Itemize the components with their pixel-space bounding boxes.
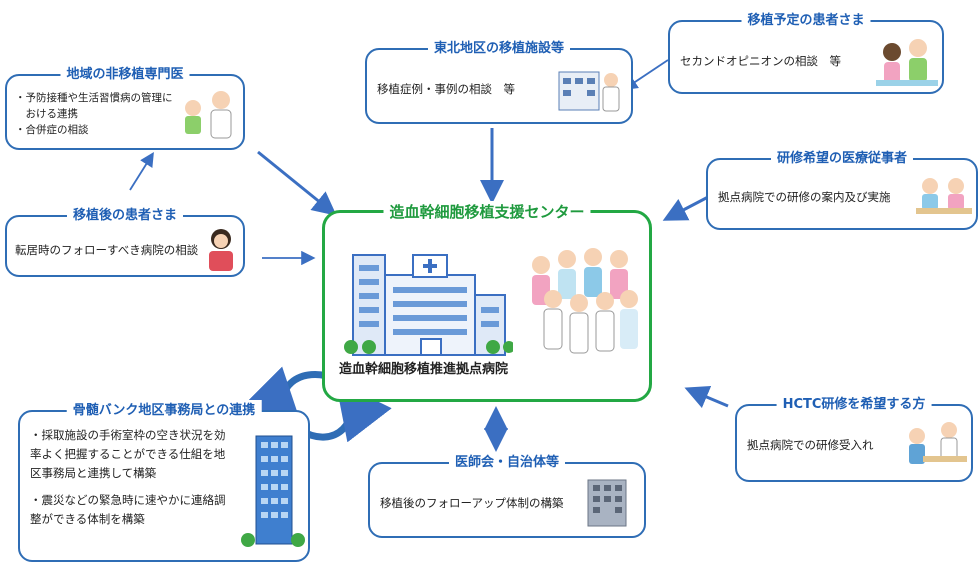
- post-patient-text: 転居時のフォローすべき病院の相談: [15, 243, 199, 257]
- office-building-icon: [587, 479, 627, 527]
- marrow-title: 骨髄バンク地区事務局との連携: [66, 400, 262, 422]
- marrow-list: ・採取施設の手術室枠の空き状況を効 率よく把握することができる仕組を地 区事務局…: [30, 426, 226, 529]
- planned-patient-box: 移植予定の患者さま セカンドオピニオンの相談 等: [668, 10, 944, 94]
- marrow-item: 区事務局と連携して構築: [30, 466, 157, 480]
- training-title: 研修希望の医療従事者: [770, 148, 914, 170]
- training-staff-box: 研修希望の医療従事者 拠点病院での研修の案内及び実施: [706, 148, 978, 230]
- post-patient-title: 移植後の患者さま: [66, 205, 184, 227]
- tohoku-text: 移植症例・事例の相談 等: [377, 82, 515, 96]
- support-center-title: 造血幹細胞移植支援センター: [383, 201, 591, 223]
- arrow-planned-to-tohoku: [623, 59, 669, 90]
- marrow-bank-box: 骨髄バンク地区事務局との連携 ・採取施設の手術室枠の空き状況を効 率よく把握する…: [18, 400, 310, 562]
- arrow-training-to-center: [662, 194, 711, 221]
- nonspecialist-list: ・予防接種や生活習慣病の管理に おける連携 ・合併症の相談: [15, 90, 173, 138]
- training-text: 拠点病院での研修の案内及び実施: [718, 190, 891, 204]
- marrow-item: 率よく把握することができる仕組を地: [30, 447, 226, 461]
- arrow-post-to-nonspecialist: [129, 151, 154, 191]
- tohoku-title: 東北地区の移植施設等: [427, 38, 571, 60]
- nonspecialist-item: おける連携: [15, 108, 78, 120]
- medical-title: 医師会・自治体等: [448, 452, 566, 474]
- doctor-patient-icon: [185, 91, 232, 139]
- students-icon: [916, 178, 972, 214]
- training-session-icon: [909, 422, 967, 464]
- medical-staff-group-icon: [532, 248, 638, 354]
- medical-association-box: 医師会・自治体等 移植後のフォローアップ体制の構築: [368, 452, 646, 538]
- tohoku-facility-box: 東北地区の移植施設等 移植症例・事例の相談 等: [365, 38, 633, 124]
- nonspecialist-box: 地域の非移植専門医 ・予防接種や生活習慣病の管理に おける連携 ・合併症の相談: [5, 64, 245, 150]
- nonspecialist-item: ・合併症の相談: [15, 124, 89, 136]
- hospital-building-icon: [344, 254, 513, 356]
- hctc-text: 拠点病院での研修受入れ: [747, 438, 874, 452]
- consultation-icon: [876, 39, 938, 86]
- arrow-nonspecialist-to-center: [257, 150, 337, 216]
- hospital-label: 造血幹細胞移植推進拠点病院: [339, 362, 509, 377]
- patient-phone-icon: [209, 229, 233, 271]
- medical-text: 移植後のフォローアップ体制の構築: [380, 496, 564, 510]
- post-patient-box: 移植後の患者さま 転居時のフォローすべき病院の相談: [5, 205, 245, 277]
- planned-title: 移植予定の患者さま: [741, 10, 871, 32]
- support-center-box: 造血幹細胞移植支援センター 造血幹細胞移植推進拠点病院: [322, 201, 652, 402]
- arrow-hctc-to-center: [684, 385, 729, 409]
- nonspecialist-title: 地域の非移植専門医: [60, 64, 190, 86]
- hospital-doctor-icon: [558, 71, 620, 112]
- marrow-item: ・震災などの緊急時に速やかに連絡調: [30, 493, 226, 507]
- planned-text: セカンドオピニオンの相談 等: [680, 54, 841, 68]
- marrow-item: [30, 483, 226, 491]
- nonspecialist-item: ・予防接種や生活習慣病の管理に: [15, 92, 173, 104]
- hctc-box: HCTC研修を希望する方 拠点病院での研修受入れ: [735, 394, 973, 482]
- marrow-item: 整ができる体制を構築: [30, 512, 145, 526]
- office-tower-icon: [241, 435, 305, 547]
- marrow-item: ・採取施設の手術室枠の空き状況を効: [30, 428, 226, 442]
- hctc-title: HCTC研修を希望する方: [776, 394, 932, 416]
